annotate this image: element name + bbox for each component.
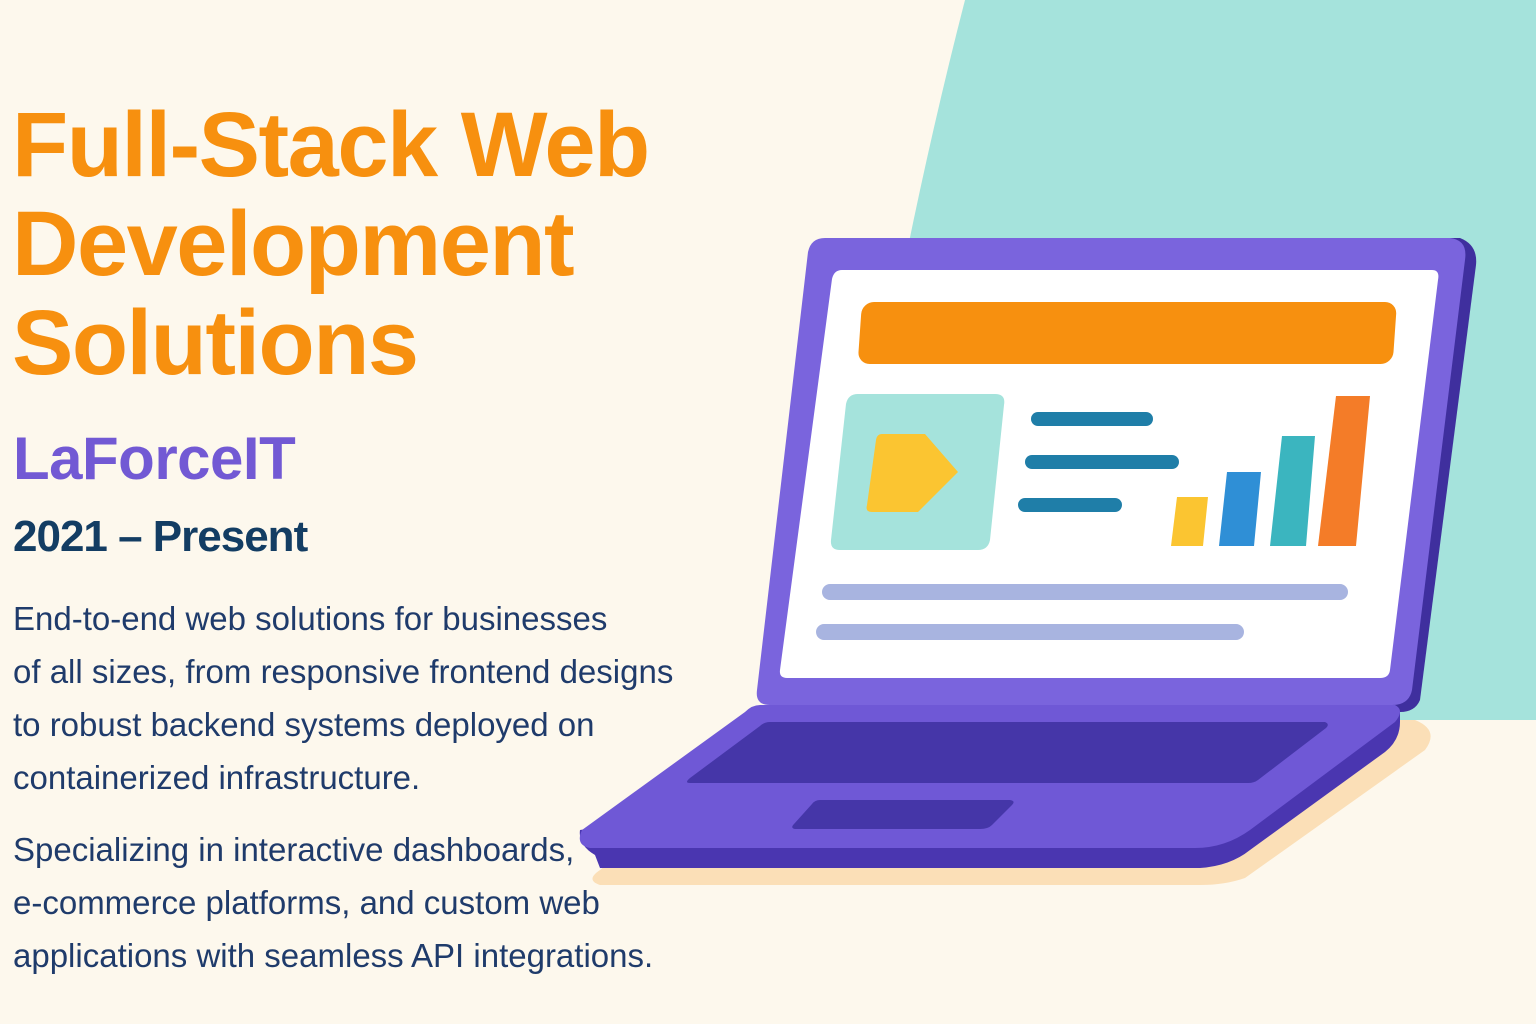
footer-lines — [816, 584, 1348, 640]
title-line: Development — [12, 193, 575, 295]
laptop-keyboard — [687, 722, 1328, 783]
laptop-trackpad — [792, 800, 1014, 829]
employment-period: 2021 – Present — [13, 512, 308, 561]
page-title: Full-Stack Web Development Solutions — [12, 94, 650, 394]
description-line: applications with seamless API integrati… — [13, 937, 654, 974]
description-line: to robust backend systems deployed on — [13, 706, 595, 743]
company-name: LaForceIT — [13, 425, 296, 492]
specialization-paragraph: Specializing in interactive dashboards, … — [13, 823, 773, 982]
text-lines — [1018, 412, 1179, 512]
description-line: containerized infrastructure. — [13, 759, 421, 796]
description-line: Specializing in interactive dashboards, — [13, 831, 575, 868]
description-line: End-to-end web solutions for businesses — [13, 600, 608, 637]
description-line: e-commerce platforms, and custom web — [13, 884, 600, 921]
laptop-screen-display — [779, 270, 1439, 678]
title-line: Solutions — [12, 292, 419, 394]
play-icon — [866, 434, 958, 512]
description-paragraph: End-to-end web solutions for businesses … — [13, 592, 773, 804]
title-line: Full-Stack Web — [12, 94, 650, 196]
screen-header-bar — [858, 302, 1397, 364]
description-line: of all sizes, from responsive frontend d… — [13, 653, 674, 690]
bar-chart-icon — [1171, 396, 1370, 546]
